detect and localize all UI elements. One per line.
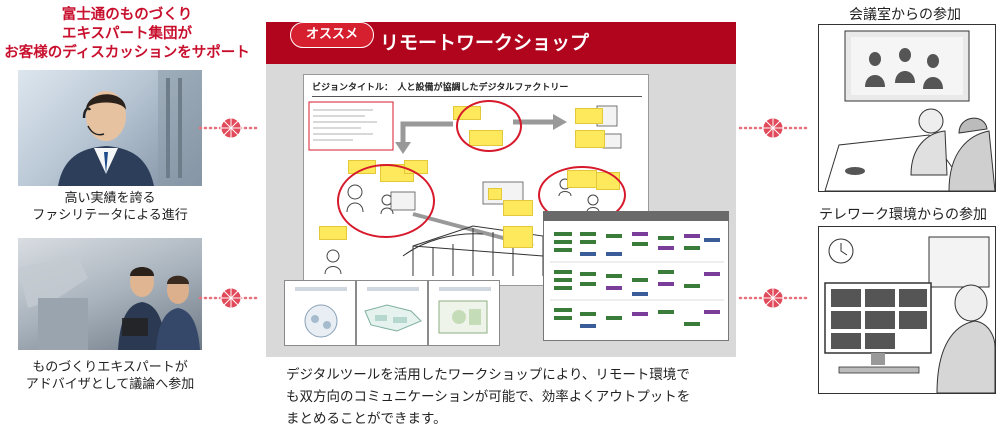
meeting-room-title: 会議室からの参加 (849, 7, 961, 23)
expert-advisor-caption-line-1: ものづくりエキスパートが (32, 360, 188, 375)
facilitator-caption-line-2: ファシリテータによる進行 (32, 208, 188, 223)
description-line-1: デジタルツールを活用したワークショップにより、リモート環境で (286, 367, 690, 383)
expert-advisor-caption: ものづくりエキスパートが アドバイザとして議論へ参加 (14, 359, 206, 393)
network-node-icon (219, 116, 243, 144)
headline-line-2: エキスパート集団が (61, 26, 193, 42)
sticky-note (503, 200, 533, 216)
meeting-room-sketch (818, 24, 996, 192)
expert-advisor-caption-line-2: アドバイザとして議論へ参加 (25, 377, 195, 392)
workshop-sheet (356, 280, 428, 346)
workshop-sheet (428, 280, 500, 346)
sticky-note (575, 130, 605, 148)
facilitator-photo (18, 70, 202, 186)
sticky-note (503, 226, 533, 248)
highlight-ring (456, 100, 522, 152)
facilitator-caption: 高い実績を誇る ファシリテータによる進行 (18, 190, 202, 224)
workshop-title: リモートワークショップ (380, 32, 590, 54)
telework-sketch (818, 226, 996, 394)
headline-line-3: お客様のディスカッションをサポート (4, 45, 250, 61)
network-node-icon (219, 286, 243, 314)
workshop-sheet (284, 280, 356, 346)
vision-board-title: ビジョンタイトル： 人と設備が協調したデジタルファクトリー (312, 82, 642, 97)
description-line-3: まとめることができます。 (286, 411, 447, 427)
description-line-2: も双方向のコミュニケーションが可能で、効率よくアウトプットを (286, 389, 691, 405)
expert-headline: 富士通のものづくり エキスパート集団が お客様のディスカッションをサポート (4, 6, 250, 63)
workshop-description: デジタルツールを活用したワークショップにより、リモート環境で も双方向のコミュニ… (286, 364, 732, 430)
facilitator-caption-line-1: 高い実績を誇る (64, 191, 156, 206)
sticky-note (575, 108, 603, 124)
recommend-badge: オススメ (290, 22, 374, 48)
headline-line-1: 富士通のものづくり (61, 7, 193, 23)
sticky-note (488, 188, 502, 200)
telework-title: テレワーク環境からの参加 (819, 207, 987, 223)
expert-advisor-photo (18, 238, 202, 350)
sticky-note (319, 226, 347, 240)
highlight-ring (337, 164, 435, 238)
kanban-header-bar (543, 211, 729, 221)
network-node-icon (761, 286, 785, 314)
network-node-icon (761, 116, 785, 144)
kanban-board (543, 211, 729, 341)
